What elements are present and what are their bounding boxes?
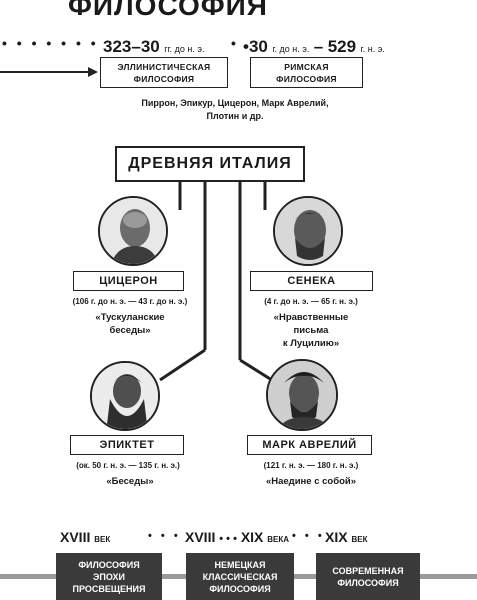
marcus-aurelius-portrait	[266, 359, 338, 431]
epictetus-name: ЭПИКТЕТ	[70, 435, 184, 455]
epictetus-dates: (ок. 50 г. н. э. — 135 г. н. э.)	[76, 461, 180, 470]
hellenistic-date-range: 323–30 гг. до н. э.	[103, 37, 205, 56]
roman-date-range: •30 г. до н. э. – 529 г. н. э.	[243, 37, 385, 56]
seneca-portrait	[273, 196, 343, 266]
ancient-italy-label: ДРЕВНЯЯ ИТАЛИЯ	[115, 146, 305, 182]
philosophers-list: Пиррон, Эпикур, Цицерон, Марк Аврелий, П…	[141, 98, 329, 121]
timeline-dot-mid: •	[231, 35, 239, 51]
hellenistic-philosophy-box: ЭЛЛИНИСТИЧЕСКАЯ ФИЛОСОФИЯ	[100, 57, 228, 88]
marcus-aurelius-name: МАРК АВРЕЛИЙ	[247, 435, 372, 455]
cicero-name: ЦИЦЕРОН	[73, 271, 184, 291]
epictetus-portrait	[90, 361, 160, 431]
timeline-dots-left: • • • • • • •	[2, 35, 99, 51]
epictetus-work: «Беседы»	[106, 476, 154, 487]
marcus-aurelius-work: «Наедине с собой»	[265, 476, 357, 487]
seneca-dates: (4 г. до н. э. — 65 г. н. э.)	[264, 297, 358, 306]
modern-philosophy-box: СОВРЕМЕННАЯ ФИЛОСОФИЯ	[316, 553, 420, 600]
cicero-portrait	[98, 196, 168, 266]
timeline-dots-2: • • •	[292, 530, 325, 542]
seneca-name: СЕНЕКА	[250, 271, 373, 291]
page-title: ФИЛОСОФИЯ	[68, 0, 268, 21]
seneca-work: «Нравственные письма к Луцилию»	[273, 312, 349, 349]
century-label-18-19: XVIII • • • XIX ВЕКА	[185, 529, 290, 545]
german-classical-philosophy-box: НЕМЕЦКАЯ КЛАССИЧЕСКАЯ ФИЛОСОФИЯ	[186, 553, 294, 600]
century-label-18: XVIII ВЕК	[60, 529, 111, 545]
cicero-dates: (106 г. до н. э. — 43 г. до н. э.)	[72, 297, 188, 306]
arrow-icon	[0, 67, 98, 77]
century-label-19: XIX ВЕК	[325, 529, 368, 545]
roman-philosophy-box: РИМСКАЯ ФИЛОСОФИЯ	[250, 57, 363, 88]
marcus-aurelius-dates: (121 г. н. э. — 180 г. н. э.)	[263, 461, 359, 470]
timeline-dots-1: • • •	[148, 530, 181, 542]
enlightenment-philosophy-box: ФИЛОСОФИЯ ЭПОХИ ПРОСВЕЩЕНИЯ	[56, 553, 162, 600]
cicero-work: «Тускуланские беседы»	[95, 312, 165, 336]
